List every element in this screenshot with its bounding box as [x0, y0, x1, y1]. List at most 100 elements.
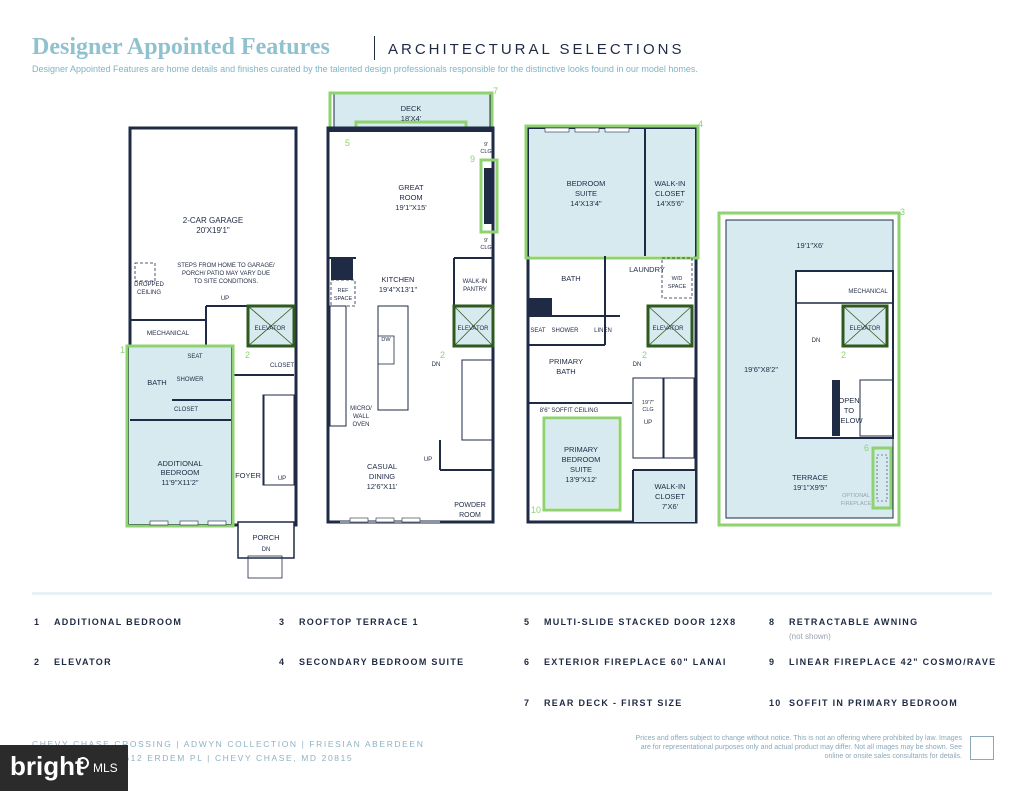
legend-label: LINEAR FIREPLACE 42" COSMO/RAVE: [789, 657, 997, 667]
dw-label: DW: [381, 337, 391, 343]
roof-dn-label: DN: [812, 338, 821, 344]
soffit-label: 8'6" SOFFIT CEILING: [540, 408, 599, 414]
up-main-label: UP: [424, 457, 432, 463]
marker-2-main: 2: [440, 350, 445, 360]
legend-divider: [32, 592, 992, 595]
legend-label: MULTI-SLIDE STACKED DOOR 12X8: [544, 617, 737, 627]
casual-dining-2: DINING: [369, 472, 395, 481]
ground-floor-plan: 2-CAR GARAGE 20'X19'1" STEPS FROM HOME T…: [125, 126, 298, 579]
foyer-label: FOYER: [235, 471, 261, 480]
legend-item-5: 5 MULTI-SLIDE STACKED DOOR 12X8: [524, 617, 736, 627]
mls-brand: bright: [10, 751, 84, 781]
walkin-closet-2: CLOSET: [655, 189, 685, 198]
dropped-ceiling-1: DROPPED: [134, 282, 164, 288]
main-floor-plan: DECK 18'X4' 9' CLG GREAT ROOM 19'1"X15' …: [326, 91, 499, 524]
equal-housing-icon: [970, 736, 994, 760]
roof-top-dim: 19'1"X6': [796, 241, 824, 250]
legend-label: ADDITIONAL BEDROOM: [54, 617, 183, 627]
up2-label: UP: [278, 476, 286, 482]
laundry-label: LAUNDRY: [629, 265, 665, 274]
intro-text: Designer Appointed Features are home det…: [32, 64, 698, 74]
garage-label: 2-CAR GARAGE: [183, 216, 243, 225]
primary-suite-1: PRIMARY: [564, 445, 598, 454]
clg-upper-2: CLG: [642, 407, 653, 413]
walkin2-closet-1: WALK-IN: [655, 482, 686, 491]
page-subtitle: ARCHITECTURAL SELECTIONS: [388, 41, 685, 58]
kitchen-label: KITCHEN: [382, 275, 415, 284]
mls-badge: bright MLS: [0, 745, 128, 791]
legend-label: ROOFTOP TERRACE 1: [299, 617, 419, 627]
great-room-2: ROOM: [399, 193, 422, 202]
up-label: UP: [221, 296, 229, 302]
bedroom-suite-2: SUITE: [575, 189, 597, 198]
title-separator: [374, 36, 375, 60]
porch-label: PORCH: [252, 533, 279, 542]
marker-2-upper: 2: [642, 350, 647, 360]
legend-label: REAR DECK - FIRST SIZE: [544, 698, 683, 708]
up-upper-label: UP: [644, 420, 652, 426]
footer-disclaimer: Prices and offers subject to change with…: [635, 735, 962, 760]
legend-num: 7: [524, 698, 531, 708]
terrace-label: TERRACE: [792, 473, 828, 482]
seat-label: SEAT: [187, 354, 203, 360]
marker-7: 7: [493, 86, 498, 96]
deck-dim: 18'X4': [401, 114, 422, 123]
dropped-ceiling-2: CEILING: [137, 290, 161, 296]
closet-label: CLOSET: [270, 363, 294, 369]
micro-oven-3: OVEN: [352, 422, 369, 428]
roof-plan: 19'1"X6' MECHANICAL ELEVATOR DN 19'6"X8'…: [717, 211, 901, 527]
primary-bath-1: PRIMARY: [549, 357, 583, 366]
dn-upper-label: DN: [633, 362, 642, 368]
legend-num: 5: [524, 617, 531, 627]
marker-9: 9: [470, 154, 475, 164]
primary-bath-2: BATH: [556, 367, 575, 376]
kitchen-dim: 19'4"X13'1": [379, 285, 418, 294]
marker-2-roof: 2: [841, 350, 846, 360]
legend-num: 8: [769, 617, 776, 627]
legend-note: (not shown): [789, 632, 831, 641]
clg-upper-1: 19'7": [642, 400, 654, 406]
legend-label: EXTERIOR FIREPLACE 60" LANAI: [544, 657, 727, 667]
clg2-a: 9': [484, 238, 488, 244]
upper-shower-label: SHOWER: [552, 328, 580, 334]
open-to-below-1: OPEN: [838, 396, 859, 405]
casual-dining-dim: 12'6"X11': [367, 482, 398, 491]
mls-dot-icon: [77, 757, 89, 769]
legend-num: 2: [34, 657, 41, 667]
wd-space-1: W/D: [672, 276, 683, 282]
walkin2-closet-dim: 7'X6': [662, 502, 679, 511]
bedroom-dim: 11'9"X11'2": [161, 478, 198, 487]
legend-num: 9: [769, 657, 776, 667]
footer-community: CHEVY CHASE CROSSING | ADWYN COLLECTION …: [32, 739, 425, 749]
steps-note-1: STEPS FROM HOME TO GARAGE/: [177, 263, 275, 269]
legend-num: 1: [34, 617, 41, 627]
mls-label: MLS: [93, 761, 118, 775]
legend-num: 6: [524, 657, 531, 667]
deck-label: DECK: [401, 104, 422, 113]
micro-oven-1: MICRO/: [350, 406, 372, 412]
upper-bath-label: BATH: [561, 274, 580, 283]
floor-plans: 2-CAR GARAGE 20'X19'1" STEPS FROM HOME T…: [120, 86, 905, 579]
ref-space-2: SPACE: [334, 296, 353, 302]
legend-item-1: 1 ADDITIONAL BEDROOM: [34, 617, 182, 627]
walkin-closet-1: WALK-IN: [655, 179, 686, 188]
elevator-main-label: ELEVATOR: [457, 326, 489, 332]
roof-mechanical-label: MECHANICAL: [848, 289, 888, 295]
legend-num: 3: [279, 617, 286, 627]
page-title: Designer Appointed Features: [32, 34, 330, 60]
marker-6: 6: [864, 443, 869, 453]
legend-num: 4: [279, 657, 286, 667]
clg1-a: 9': [484, 142, 488, 148]
dn-label: DN: [262, 547, 271, 553]
primary-suite-3: SUITE: [570, 465, 592, 474]
terrace-dim: 19'1"X9'5": [793, 483, 827, 492]
clg1-b: CLG: [480, 149, 491, 155]
great-room-1: GREAT: [398, 183, 424, 192]
powder-room-2: ROOM: [459, 512, 481, 519]
roof-elevator-label: ELEVATOR: [849, 326, 881, 332]
steps-note-2: PORCH/ PATIO MAY VARY DUE: [182, 271, 270, 277]
bedroom-suite-1: BEDROOM: [567, 179, 606, 188]
